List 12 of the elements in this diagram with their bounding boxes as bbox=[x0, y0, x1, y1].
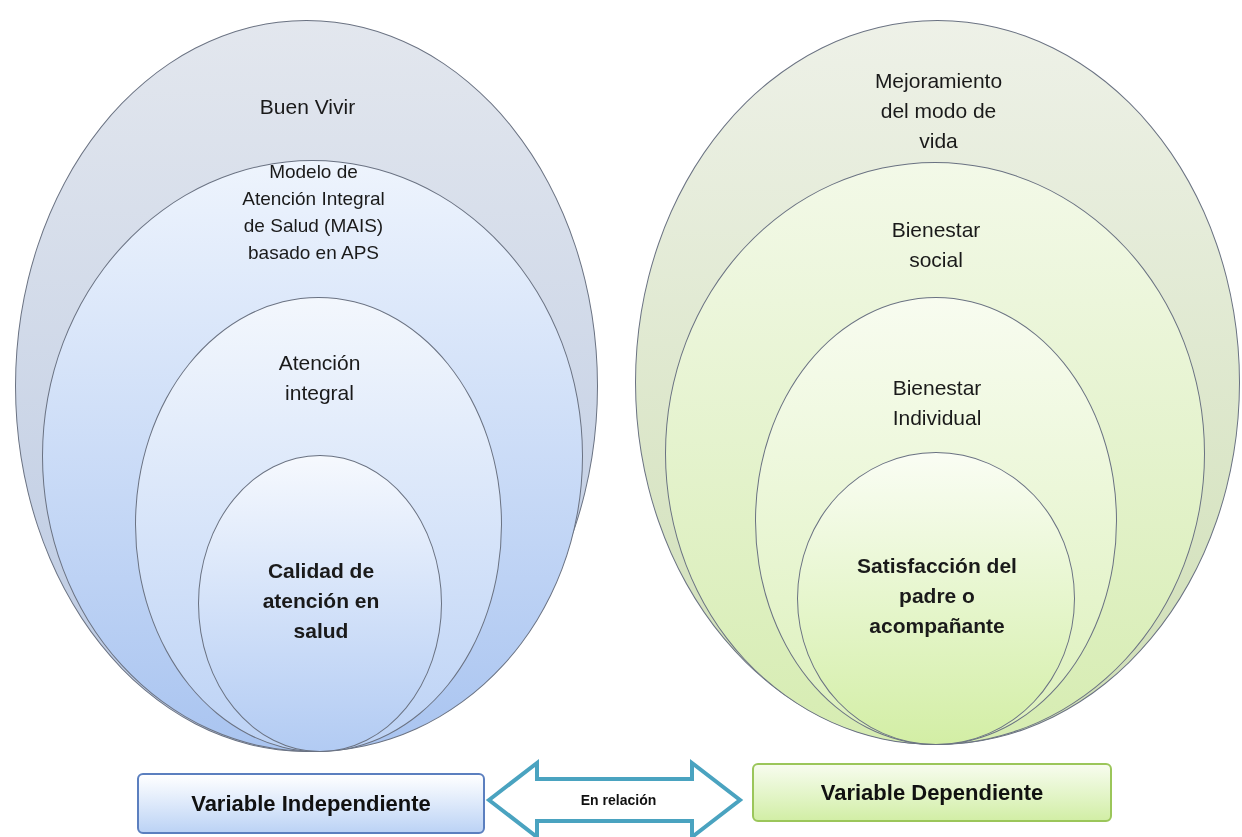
variable-box bbox=[752, 763, 1112, 822]
ellipse-label: Buen Vivir bbox=[258, 94, 357, 120]
ellipse-label: Atención integral bbox=[277, 350, 362, 406]
ellipse-label: Bienestar social bbox=[890, 217, 982, 273]
variable-label: Variable Independiente bbox=[191, 790, 431, 818]
ellipse-label: Satisfacción del padre o acompañante bbox=[857, 553, 1017, 639]
ellipse-label: Mejoramiento del modo de vida bbox=[873, 68, 1004, 154]
ellipse-label: Calidad de atención en salud bbox=[261, 558, 381, 644]
ellipse-label: Modelo de Atención Integral de Salud (MAIS) basado en APS bbox=[241, 160, 386, 265]
ellipse-label: Bienestar Individual bbox=[891, 375, 983, 431]
variable-box bbox=[137, 773, 485, 834]
variable-label: Variable Dependiente bbox=[820, 779, 1044, 807]
